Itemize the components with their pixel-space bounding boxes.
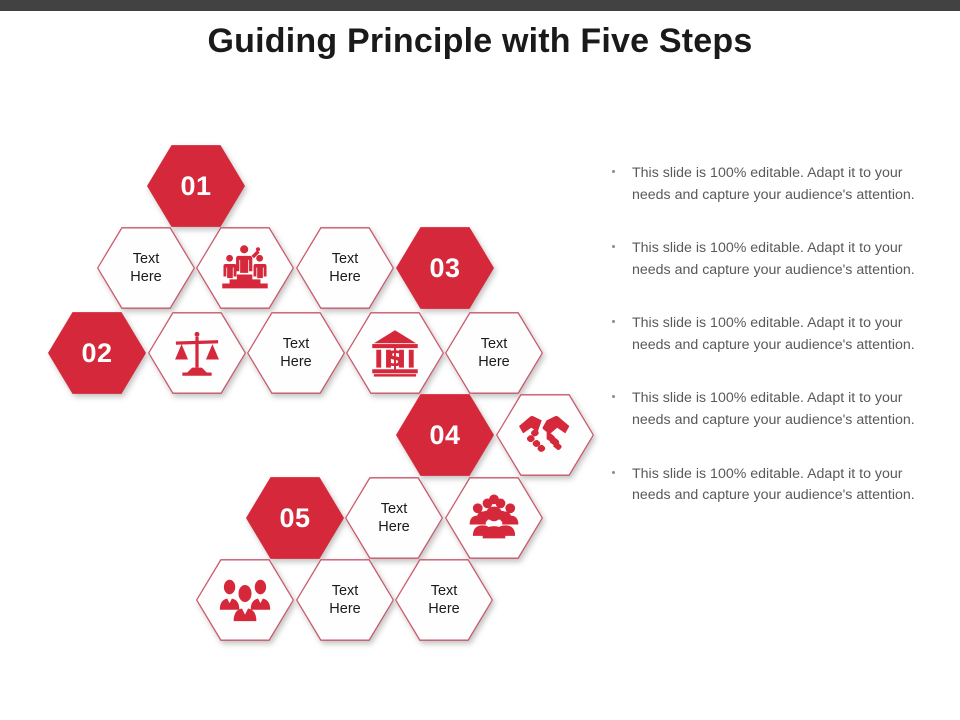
bullet-dot-icon — [612, 245, 615, 249]
text-hexagon-7[interactable]: Text Here — [395, 557, 493, 643]
bullet-dot-icon — [612, 320, 615, 324]
step-hexagon-05[interactable]: 05 — [246, 475, 344, 561]
business-team-icon — [219, 574, 271, 626]
bullet-text: This slide is 100% editable. Adapt it to… — [632, 240, 915, 278]
hexagon-shape — [396, 394, 494, 476]
icon-hexagon-scales[interactable] — [148, 310, 246, 396]
bullet-dot-icon — [612, 470, 615, 474]
text-hexagon-6[interactable]: Text Here — [296, 557, 394, 643]
step-number-label: 03 — [429, 252, 461, 283]
leadership-podium-icon — [219, 242, 271, 294]
text-hexagon-label: Text Here — [329, 250, 361, 285]
list-item: This slide is 100% editable. Adapt it to… — [606, 313, 926, 356]
crowd-group-icon — [468, 492, 520, 544]
list-item: This slide is 100% editable. Adapt it to… — [606, 163, 926, 206]
handshake-icon — [519, 409, 571, 461]
text-hexagon-2[interactable]: Text Here — [296, 225, 394, 311]
scales-of-justice-icon — [171, 327, 223, 379]
text-hexagon-3[interactable]: Text Here — [247, 310, 345, 396]
hexagon-shape — [396, 227, 494, 309]
bullet-text: This slide is 100% editable. Adapt it to… — [632, 465, 915, 504]
top-decorative-bar — [0, 0, 960, 11]
list-item: This slide is 100% editable. Adapt it to… — [606, 238, 926, 281]
icon-hexagon-bank[interactable]: $ — [346, 310, 444, 396]
bullet-text: This slide is 100% editable. Adapt it to… — [632, 165, 915, 203]
icon-hexagon-crowd[interactable] — [445, 475, 543, 561]
bullet-dot-icon — [612, 395, 615, 399]
bullet-text: This slide is 100% editable. Adapt it to… — [632, 390, 915, 429]
hexagon-shape — [395, 559, 493, 641]
text-hexagon-label: Text Here — [478, 335, 510, 370]
svg-text:$: $ — [387, 343, 404, 372]
bank-dollar-icon: $ — [369, 327, 421, 379]
hexagon-shape — [247, 312, 345, 394]
bullet-dot-icon — [612, 170, 615, 173]
step-hexagon-02[interactable]: 02 — [48, 310, 146, 396]
text-hexagon-5[interactable]: Text Here — [345, 475, 443, 561]
step-hexagon-01[interactable]: 01 — [147, 143, 245, 229]
hexagon-shape — [345, 477, 443, 559]
text-hexagon-label: Text Here — [428, 582, 460, 617]
bullet-text: This slide is 100% editable. Adapt it to… — [632, 315, 915, 353]
step-number-label: 04 — [429, 419, 461, 450]
page-title: Guiding Principle with Five Steps — [207, 22, 753, 60]
text-hexagon-label: Text Here — [280, 335, 312, 370]
text-hexagon-label: Text Here — [329, 582, 361, 617]
bullet-list: This slide is 100% editable. Adapt it to… — [606, 163, 926, 539]
step-hexagon-04[interactable]: 04 — [396, 392, 494, 478]
text-hexagon-label: Text Here — [130, 250, 162, 285]
text-hexagon-label: Text Here — [378, 500, 410, 535]
hexagon-diagram: 01 Text Here — [0, 0, 610, 720]
hexagon-shape — [246, 477, 344, 559]
hexagon-shape — [346, 312, 444, 394]
hexagon-shape — [296, 227, 394, 309]
list-item: This slide is 100% editable. Adapt it to… — [606, 464, 926, 507]
icon-hexagon-handshake[interactable] — [496, 392, 594, 478]
text-hexagon-1[interactable]: Text Here — [97, 225, 195, 311]
step-number-label: 01 — [180, 170, 212, 201]
text-hexagon-4[interactable]: Text Here — [445, 310, 543, 396]
step-hexagon-03[interactable]: 03 — [396, 225, 494, 311]
step-number-label: 05 — [279, 502, 311, 533]
hexagon-shape — [296, 559, 394, 641]
step-number-label: 02 — [81, 337, 113, 368]
icon-hexagon-business-team[interactable] — [196, 557, 294, 643]
icon-hexagon-leadership[interactable] — [196, 225, 294, 311]
list-item: This slide is 100% editable. Adapt it to… — [606, 388, 926, 431]
